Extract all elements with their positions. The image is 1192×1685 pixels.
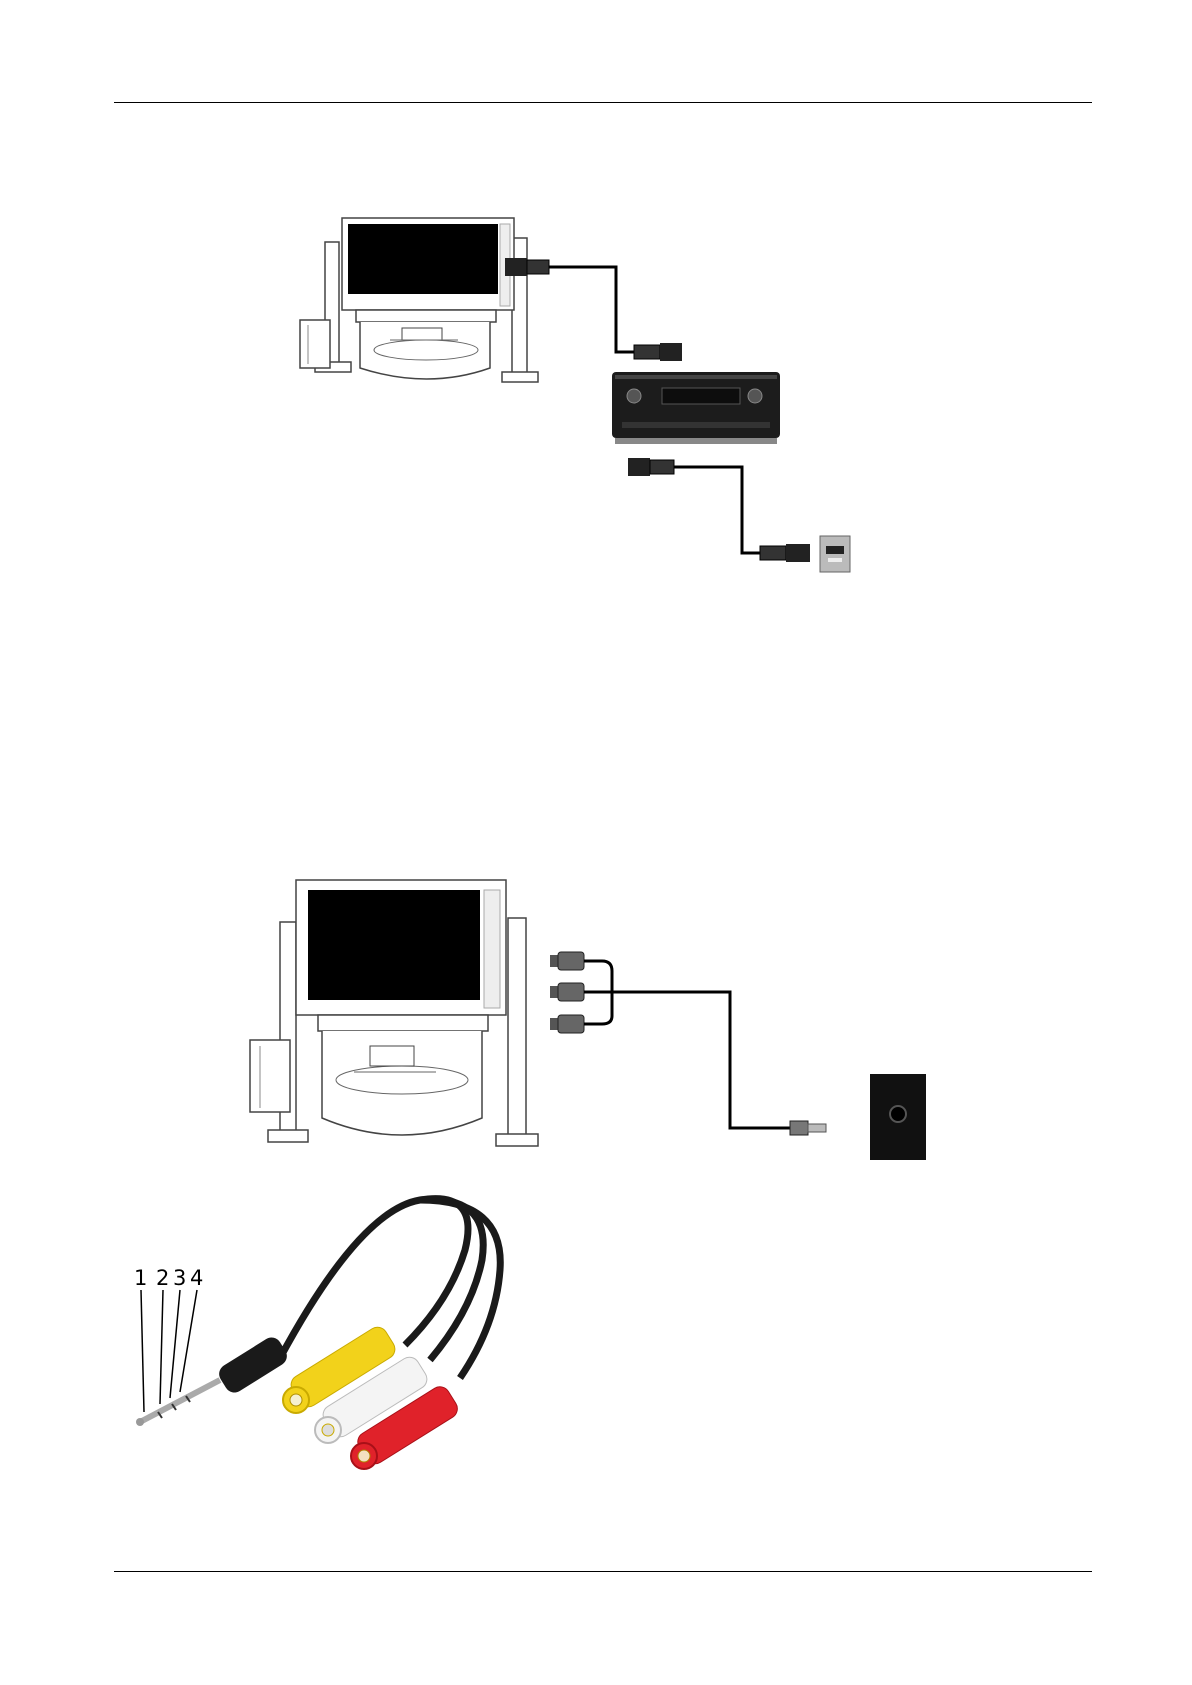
av-cable-pinout-figure: 1 2 3 4 [120, 1190, 600, 1480]
av-connection-diagram [230, 860, 950, 1160]
rca-cable-icon [550, 952, 826, 1135]
hdmi-port-icon [820, 536, 850, 572]
home-theater-icon [250, 880, 538, 1146]
hdmi-cable-icon [628, 458, 810, 562]
pin-labels: 1 2 3 4 [134, 1266, 203, 1412]
pin-label-4: 4 [190, 1266, 203, 1290]
hdmi-cable-icon [505, 258, 682, 361]
header-rule [114, 102, 1092, 103]
pin-label-3: 3 [173, 1266, 186, 1290]
footer-rule [114, 1571, 1092, 1572]
home-theater-icon [300, 218, 538, 382]
av-receiver-icon [612, 372, 780, 444]
hdmi-connection-diagram [290, 200, 940, 610]
av-cable-icon [136, 1199, 500, 1469]
pin-label-1: 1 [134, 1266, 147, 1290]
av-jack-port-icon [870, 1074, 926, 1160]
pin-label-2: 2 [156, 1266, 169, 1290]
